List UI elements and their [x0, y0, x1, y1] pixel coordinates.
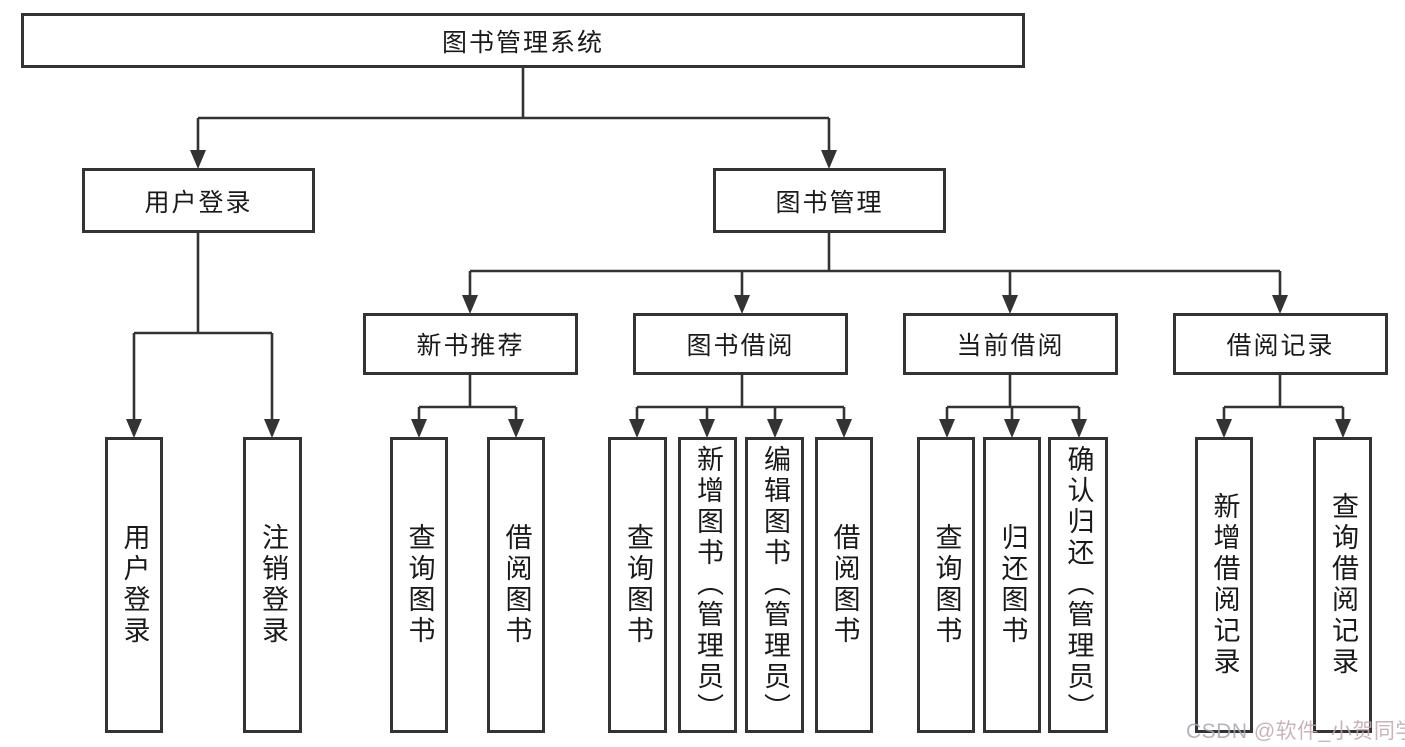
- watermark: CSDN @软件_小贺同学: [1186, 715, 1405, 745]
- node-label-leaf-rec-borrow-books: 借阅图书: [501, 523, 532, 647]
- node-system-root: 图书管理系统: [21, 13, 1025, 68]
- arrowhead-icon: [734, 295, 750, 314]
- arrowhead-icon: [411, 419, 427, 438]
- node-leaf-user-login: 用户登录: [105, 437, 163, 733]
- node-label-leaf-add-borrow-record: 新增借阅记录: [1209, 492, 1240, 678]
- arrowhead-icon: [939, 419, 955, 438]
- arrowhead-icon: [821, 150, 837, 169]
- node-leaf-logout: 注销登录: [243, 437, 302, 733]
- node-leaf-query-borrow-record: 查询借阅记录: [1313, 437, 1372, 733]
- node-label-leaf-borrow-books: 借阅图书: [829, 523, 860, 647]
- node-current-borrowing: 当前借阅: [903, 313, 1118, 375]
- node-leaf-current-query-books: 查询图书: [917, 437, 975, 733]
- node-book-management-module: 图书管理: [713, 168, 946, 233]
- node-label-leaf-current-query-books: 查询图书: [931, 523, 962, 647]
- node-label-leaf-borrow-query-books: 查询图书: [623, 523, 653, 647]
- node-label-borrowing-records: 借阅记录: [1226, 332, 1335, 360]
- node-book-borrowing: 图书借阅: [633, 313, 848, 375]
- node-leaf-confirm-return-admin: 确认归还（管理员）: [1048, 437, 1108, 733]
- arrowhead-icon: [699, 419, 715, 438]
- node-label-leaf-rec-query-books: 查询图书: [404, 523, 435, 647]
- node-leaf-add-books-admin: 新增图书（管理员）: [678, 437, 737, 733]
- node-label-leaf-return-books: 归还图书: [997, 523, 1028, 647]
- arrowhead-icon: [1004, 419, 1020, 438]
- node-leaf-borrow-books: 借阅图书: [815, 437, 873, 733]
- arrowhead-icon: [629, 419, 645, 438]
- node-leaf-borrow-query-books: 查询图书: [608, 437, 667, 733]
- node-leaf-edit-books-admin: 编辑图书（管理员）: [745, 437, 804, 733]
- node-label-leaf-add-books-admin: 新增图书（管理员）: [693, 445, 723, 724]
- arrowhead-icon: [264, 419, 280, 438]
- arrowhead-icon: [1272, 295, 1288, 314]
- node-borrowing-records: 借阅记录: [1173, 313, 1388, 375]
- node-label-leaf-user-login: 用户登录: [119, 523, 150, 647]
- arrowhead-icon: [1002, 295, 1018, 314]
- arrowhead-icon: [1335, 419, 1351, 438]
- watermark-prefix: CSDN: [1186, 720, 1254, 743]
- node-label-leaf-query-borrow-record: 查询借阅记录: [1328, 492, 1358, 678]
- node-label-current-borrowing: 当前借阅: [956, 332, 1065, 360]
- node-label-book-management-module: 图书管理: [775, 188, 884, 217]
- connector-path: [132, 68, 1345, 423]
- arrowhead-icon: [508, 419, 524, 438]
- node-label-leaf-logout: 注销登录: [258, 523, 288, 647]
- node-label-leaf-edit-books-admin: 编辑图书（管理员）: [760, 445, 790, 724]
- node-new-book-recommend: 新书推荐: [363, 313, 578, 375]
- node-leaf-add-borrow-record: 新增借阅记录: [1195, 437, 1253, 733]
- node-label-user-login-module: 用户登录: [144, 188, 253, 217]
- arrowhead-icon: [1216, 419, 1232, 438]
- node-leaf-rec-borrow-books: 借阅图书: [487, 437, 545, 733]
- node-label-new-book-recommend: 新书推荐: [416, 332, 525, 360]
- arrowhead-icon: [190, 150, 206, 169]
- node-leaf-return-books: 归还图书: [983, 437, 1041, 733]
- watermark-handle: @软件_小贺同学: [1253, 720, 1405, 743]
- node-label-book-borrowing: 图书借阅: [686, 332, 795, 360]
- node-label-leaf-confirm-return-admin: 确认归还（管理员）: [1063, 445, 1094, 724]
- arrowhead-icon: [767, 419, 783, 438]
- node-user-login-module: 用户登录: [82, 168, 315, 233]
- arrowhead-icon: [1071, 419, 1087, 438]
- arrowhead-icon: [462, 295, 478, 314]
- arrowhead-icon: [126, 419, 142, 438]
- node-leaf-rec-query-books: 查询图书: [390, 437, 448, 733]
- node-label-system-root: 图书管理系统: [441, 28, 604, 57]
- arrowhead-icon: [836, 419, 852, 438]
